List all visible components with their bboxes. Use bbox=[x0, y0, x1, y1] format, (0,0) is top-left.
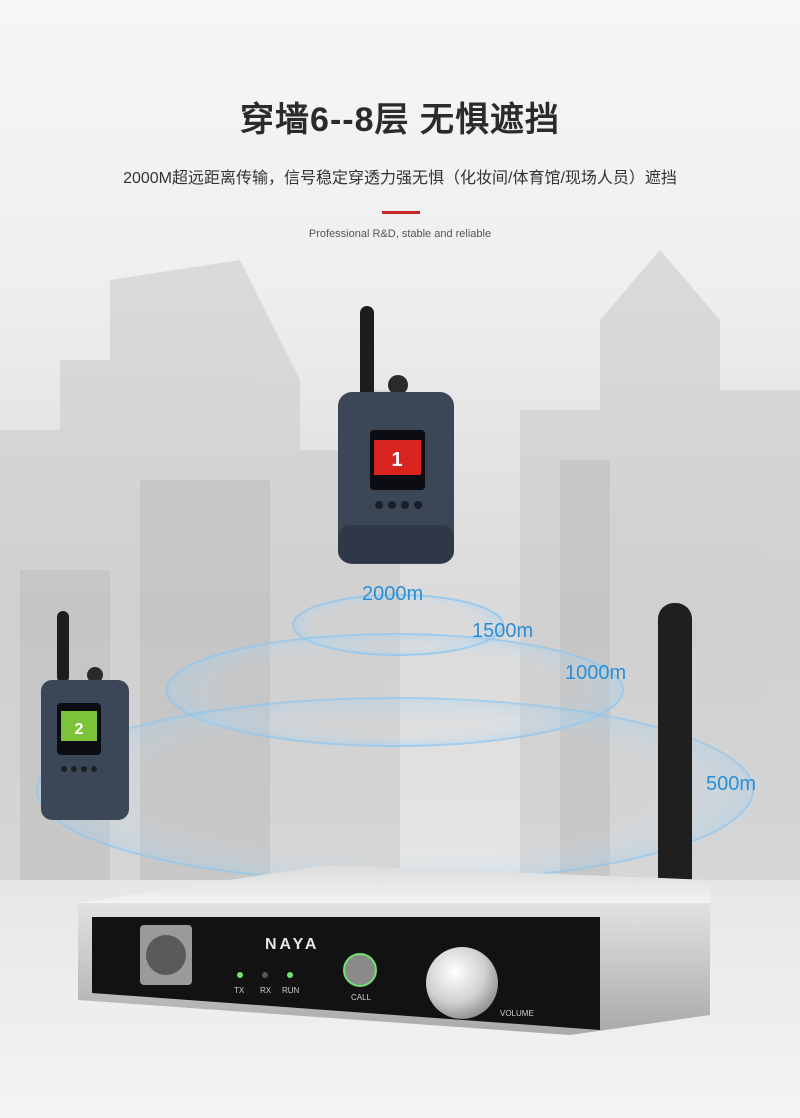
led-rx bbox=[262, 972, 268, 978]
led-label: RX bbox=[260, 986, 272, 995]
chassis-top bbox=[78, 865, 710, 903]
button-icon bbox=[401, 501, 409, 509]
led-label: TX bbox=[234, 986, 245, 995]
title-divider bbox=[382, 211, 420, 214]
button-icon bbox=[388, 501, 396, 509]
channel-number: 1 bbox=[391, 449, 402, 471]
screen bbox=[374, 440, 421, 475]
channel-number: 2 bbox=[75, 721, 84, 738]
page-subtitle: 2000M超远距离传输，信号稳定穿透力强无惧（化妆间/体育馆/现场人员）遮挡 bbox=[123, 170, 677, 187]
transmitter-1: 1 bbox=[338, 306, 454, 564]
button-icon bbox=[91, 766, 97, 772]
button-icon bbox=[71, 766, 77, 772]
led-tx bbox=[237, 972, 243, 978]
distance-label-1000m: 1000m bbox=[565, 662, 627, 684]
call-label: CALL bbox=[351, 993, 372, 1002]
antenna bbox=[360, 306, 374, 398]
distance-label-2000m: 2000m bbox=[362, 583, 424, 605]
volume-knob[interactable] bbox=[426, 947, 498, 1019]
led-label: RUN bbox=[282, 986, 300, 995]
button-icon bbox=[81, 766, 87, 772]
led-run bbox=[287, 972, 293, 978]
antenna bbox=[57, 611, 69, 683]
call-button[interactable] bbox=[343, 953, 377, 987]
base-antenna bbox=[658, 603, 692, 903]
volume-label: VOLUME bbox=[500, 1009, 534, 1018]
button-icon bbox=[375, 501, 383, 509]
knob-icon bbox=[388, 375, 408, 395]
knob-icon bbox=[87, 667, 103, 683]
tagline: Professional R&D, stable and reliable bbox=[308, 228, 492, 240]
page-title: 穿墙6--8层 无惧遮挡 bbox=[240, 101, 560, 139]
screen bbox=[61, 711, 97, 741]
button-icon bbox=[61, 766, 67, 772]
base-brand-logo: NAYA bbox=[265, 936, 319, 953]
distance-label-500m: 500m bbox=[706, 773, 757, 795]
base-station: NAYA TX RX RUN CALL VOLUME bbox=[78, 603, 710, 1035]
distance-label-1500m: 1500m bbox=[472, 620, 534, 642]
transmitter-2: 2 bbox=[41, 611, 129, 820]
button-icon bbox=[414, 501, 422, 509]
